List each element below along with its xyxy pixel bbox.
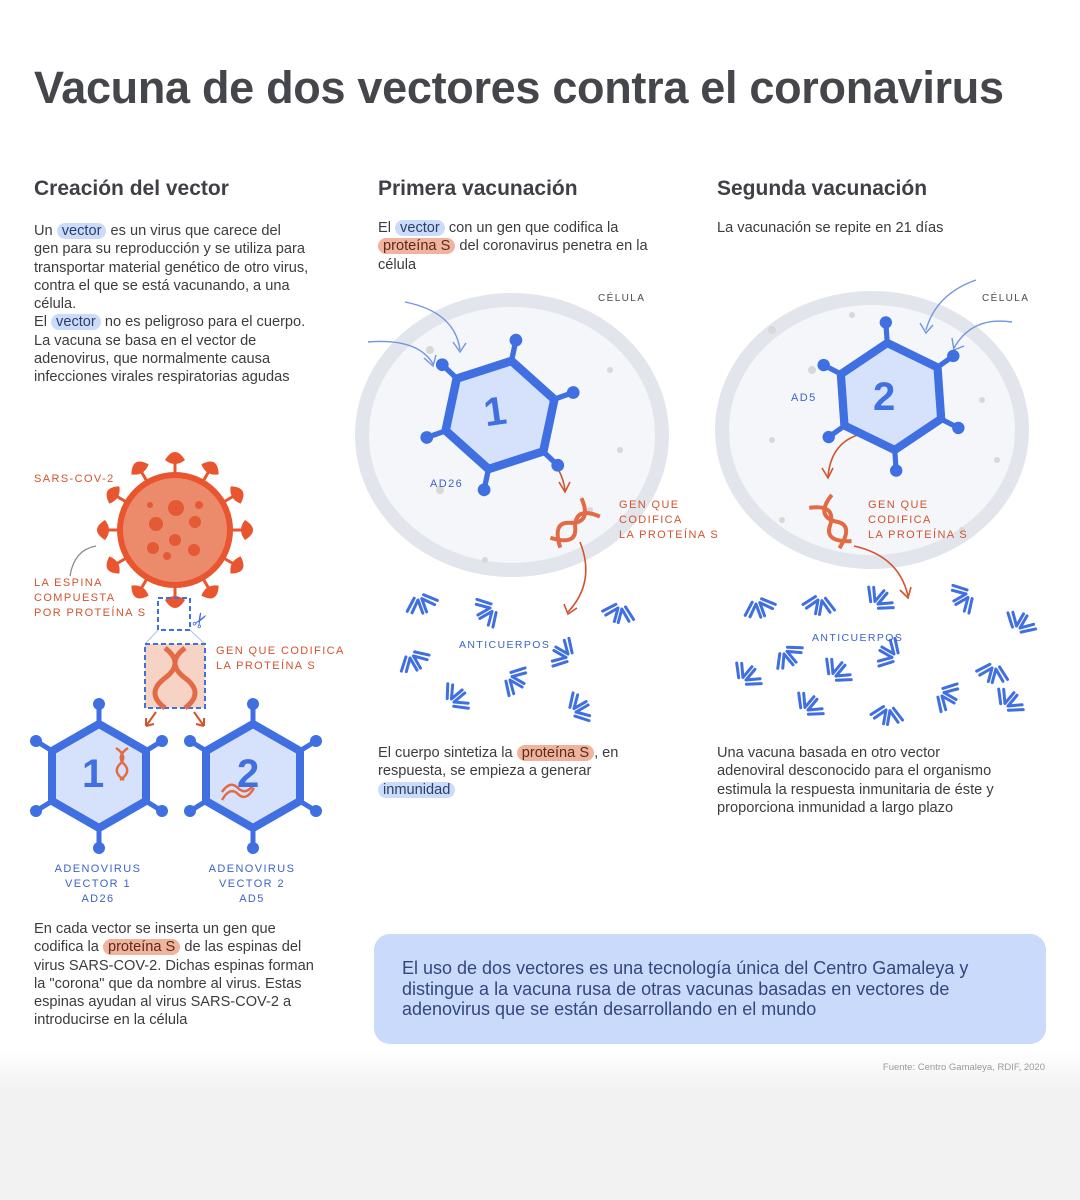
label-gene-codifica: GEN QUE CODIFICA LA PROTEÍNA S: [216, 644, 345, 674]
label-antibodies: ANTICUERPOS: [812, 632, 904, 644]
vector-ad26-icon: [420, 333, 580, 497]
label-cell: CÉLULA: [982, 293, 1030, 304]
highlight-protein-s: proteína S: [516, 745, 595, 761]
text: LA ESPINA: [34, 577, 103, 589]
text: LA PROTEÍNA S: [868, 529, 969, 541]
gene-extraction-diagram: [144, 597, 206, 727]
label-antibodies: ANTICUERPOS: [459, 639, 551, 651]
text: LA PROTEÍNA S: [619, 529, 720, 541]
callout-box: El uso de dos vectores es una tecnología…: [374, 934, 1046, 1044]
first-outro-text: El cuerpo sintetiza la proteína S, en re…: [378, 744, 668, 799]
label-vector-1: ADENOVIRUS VECTOR 1 AD26: [46, 862, 150, 907]
second-outro-text: Una vacuna basada en otro vector adenovi…: [717, 745, 994, 816]
text: En cada vector se inserta un gen que cod…: [34, 921, 276, 956]
text: del coronavirus penetra en la célula: [378, 238, 648, 273]
heading-second-vaccination: Segunda vacunación: [717, 177, 928, 200]
text: El: [34, 314, 52, 331]
vector-2-number: 2: [873, 375, 896, 419]
page-title: Vacuna de dos vectores contra el coronav…: [34, 62, 1004, 113]
text: AD5: [239, 893, 265, 905]
highlight-protein-s: proteína S: [378, 238, 456, 255]
sars-cov-2-virus-icon: [95, 452, 255, 610]
spine-pointer-line: [69, 545, 97, 577]
text: COMPUESTA: [34, 592, 116, 604]
text: CODIFICA: [868, 514, 932, 526]
label-ad5: AD5: [791, 392, 817, 404]
creation-intro-text: Un vector es un virus que carece del gen…: [34, 222, 309, 387]
label-gene-codifica: GEN QUE CODIFICA LA PROTEÍNA S: [868, 498, 968, 543]
text: de las espinas del virus SARS-COV-2. Dic…: [34, 939, 314, 1029]
adenovirus-vector-1-icon: [30, 698, 168, 854]
text: VECTOR 2: [218, 878, 285, 890]
text: con un gen que codifica la: [444, 220, 619, 236]
highlight-vector: vector: [395, 220, 445, 236]
infographic-page: Vacuna de dos vectores contra el coronav…: [0, 0, 1080, 1090]
label-vector-2: ADENOVIRUS VECTOR 2 AD5: [200, 862, 304, 907]
adenovirus-vector-2-icon: [184, 698, 322, 854]
text: , en respuesta, se empieza a generar: [378, 745, 619, 780]
text: El cuerpo sintetiza la: [378, 745, 517, 761]
creation-outro-text: En cada vector se inserta un gen que cod…: [34, 920, 324, 1030]
highlight-protein-s: proteína S: [102, 939, 181, 956]
label-spine: LA ESPINA COMPUESTA POR PROTEÍNA S: [34, 576, 147, 621]
vector-1-number: 1: [82, 752, 105, 796]
source-credit: Fuente: Centro Gamaleya, RDIF, 2020: [882, 1062, 1045, 1073]
text: es un virus que carece del gen para su r…: [34, 223, 309, 313]
text: AD26: [81, 893, 115, 905]
vector-2-number: 2: [237, 752, 260, 796]
label-sars-cov-2: SARS-COV-2: [34, 473, 115, 485]
text: GEN QUE CODIFICA: [216, 645, 345, 657]
text: LA PROTEÍNA S: [216, 660, 317, 672]
text: VECTOR 1: [64, 878, 131, 890]
heading-first-vaccination: Primera vacunación: [378, 177, 578, 200]
vector-ad5-icon: [817, 316, 965, 477]
text: Un: [34, 223, 57, 239]
text: no es peligroso para el cuerpo. La vacun…: [34, 314, 306, 386]
callout-text: El uso de dos vectores es una tecnología…: [402, 958, 969, 1019]
antibodies-group-2: [728, 578, 1041, 729]
label-ad26: AD26: [430, 478, 464, 490]
text: CODIFICA: [619, 514, 683, 526]
second-intro-text: La vacunación se repite en 21 días: [717, 220, 944, 236]
text: POR PROTEÍNA S: [34, 607, 147, 619]
highlight-immunity: inmunidad: [378, 781, 456, 798]
text: El: [378, 220, 396, 236]
text: ADENOVIRUS: [208, 863, 296, 875]
highlight-vector: vector: [51, 314, 101, 331]
label-gene-codifica: GEN QUE CODIFICA LA PROTEÍNA S: [619, 498, 719, 543]
label-cell: CÉLULA: [598, 293, 646, 304]
antibodies-group-1: [394, 589, 638, 728]
heading-creation: Creación del vector: [34, 177, 229, 200]
text: GEN QUE: [619, 499, 680, 511]
text: GEN QUE: [868, 499, 929, 511]
text: ADENOVIRUS: [54, 863, 142, 875]
first-intro-text: El vector con un gen que codifica la pro…: [378, 219, 653, 274]
highlight-vector: vector: [56, 223, 107, 239]
